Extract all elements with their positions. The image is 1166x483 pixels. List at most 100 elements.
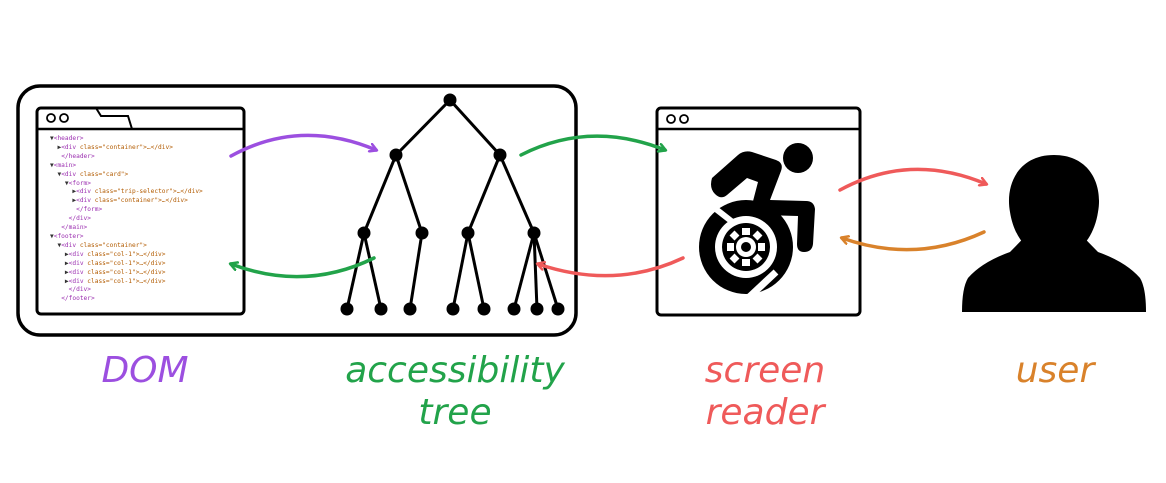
dom-code-listing: ▼<header> ▶<div class="container">…</div… — [50, 135, 240, 304]
code-indent — [50, 180, 65, 187]
label-screen-reader: screen reader — [680, 350, 850, 434]
label-accessibility-tree-line2: tree — [418, 392, 492, 433]
tree-node — [389, 148, 403, 162]
window-dot-icon — [666, 114, 676, 124]
code-line: ▼<footer> — [50, 233, 240, 242]
code-line: ▶<div class="col-1">…</div> — [50, 269, 240, 278]
code-indent — [50, 295, 57, 302]
tree-node — [340, 302, 354, 316]
dom-window — [35, 106, 246, 316]
code-indent — [50, 251, 65, 258]
expand-right-icon: ▶ — [64, 250, 69, 258]
code-indent — [50, 153, 57, 160]
code-tag: <div — [61, 170, 80, 178]
code-tag: <header> — [53, 135, 84, 142]
code-indent — [50, 188, 72, 195]
code-tag: </header> — [61, 152, 95, 160]
screen-reader-to-tree-arrow — [538, 256, 685, 278]
tree-node — [551, 302, 565, 316]
code-line: </div> — [50, 286, 240, 295]
code-indent — [50, 197, 72, 204]
code-attributes: class="container">…</div> — [94, 197, 188, 205]
code-indent — [50, 215, 65, 222]
code-tag: <form> — [68, 179, 91, 187]
code-line: ▼<header> — [50, 135, 240, 144]
accessibility-tree-graph — [340, 93, 565, 316]
code-attributes: class="col-1">…</div> — [87, 268, 166, 276]
tree-node — [415, 226, 429, 240]
code-indent — [50, 278, 65, 285]
accessible-wheelchair-icon — [699, 143, 815, 303]
code-tag: </footer> — [61, 295, 95, 303]
tree-node — [443, 93, 457, 107]
code-line: ▼<main> — [50, 162, 240, 171]
code-tag: <main> — [53, 161, 77, 169]
code-indent — [50, 269, 65, 276]
code-line: ▶<div class="col-1">…</div> — [50, 278, 240, 287]
label-screen-reader-line2: reader — [705, 392, 825, 433]
user-to-screen-reader-arrow — [842, 230, 986, 252]
code-tag: <div — [61, 143, 80, 151]
code-line: </main> — [50, 224, 240, 233]
code-tag: <div — [68, 250, 88, 258]
code-indent — [50, 206, 72, 213]
code-tag: </div> — [68, 286, 91, 294]
label-screen-reader-line1: screen — [704, 350, 826, 391]
code-tag: <div — [68, 277, 88, 285]
tree-node — [507, 302, 521, 316]
expand-right-icon: ▶ — [57, 143, 62, 151]
window-dot-icon — [679, 114, 689, 124]
code-line: </div> — [50, 215, 240, 224]
expand-right-icon: ▶ — [64, 268, 69, 276]
code-tag: </form> — [76, 206, 103, 214]
tree-node — [527, 226, 541, 240]
code-tag: <div — [61, 241, 80, 249]
label-dom: DOM — [101, 350, 189, 391]
code-tag: <footer> — [53, 232, 84, 240]
code-line: </footer> — [50, 295, 240, 304]
label-accessibility-tree-line1: accessibility — [345, 350, 565, 391]
tree-to-dom-arrow — [231, 256, 376, 279]
code-line: </form> — [50, 206, 240, 215]
user-silhouette-icon — [962, 155, 1146, 312]
code-line: ▶<div class="col-1">…</div> — [50, 260, 240, 269]
screen-reader-to-user-arrow — [838, 167, 986, 192]
window-dot-icon — [46, 113, 56, 123]
expand-down-icon: ▼ — [57, 241, 62, 249]
code-attributes: class="col-1">…</div> — [87, 250, 166, 258]
code-tag: </div> — [68, 215, 91, 223]
tree-to-screen-reader-arrow — [519, 134, 665, 157]
expand-right-icon: ▶ — [64, 277, 69, 285]
browser-container-box — [16, 84, 578, 337]
expand-right-icon: ▶ — [64, 259, 69, 267]
expand-right-icon: ▶ — [72, 197, 77, 205]
expand-right-icon: ▶ — [72, 188, 77, 196]
code-tag: <div — [76, 188, 95, 196]
window-dot-icon — [59, 113, 69, 123]
tree-node — [357, 226, 371, 240]
code-tag: <div — [68, 268, 88, 276]
dom-to-tree-arrow — [229, 133, 376, 158]
code-attributes: class="col-1">…</div> — [87, 277, 166, 285]
code-line: ▼<div class="card"> — [50, 171, 240, 180]
tree-node — [493, 148, 507, 162]
code-attributes: class="container">…</div> — [79, 143, 173, 151]
tree-node — [477, 302, 491, 316]
code-line: ▶<div class="container">…</div> — [50, 144, 240, 153]
code-indent — [50, 260, 65, 267]
code-line: ▼<div class="container"> — [50, 242, 240, 251]
expand-down-icon: ▼ — [64, 179, 69, 187]
code-tag: <div — [68, 259, 88, 267]
code-line: </header> — [50, 153, 240, 162]
tree-node — [461, 226, 475, 240]
code-line: ▶<div class="container">…</div> — [50, 197, 240, 206]
code-attributes: class="trip-selector">…</div> — [94, 188, 203, 196]
tree-node — [374, 302, 388, 316]
expand-down-icon: ▼ — [50, 232, 54, 240]
code-line: ▶<div class="col-1">…</div> — [50, 251, 240, 260]
tree-node — [446, 302, 460, 316]
label-user: user — [1015, 350, 1095, 391]
code-indent — [50, 224, 57, 231]
code-attributes: class="card"> — [79, 170, 129, 178]
